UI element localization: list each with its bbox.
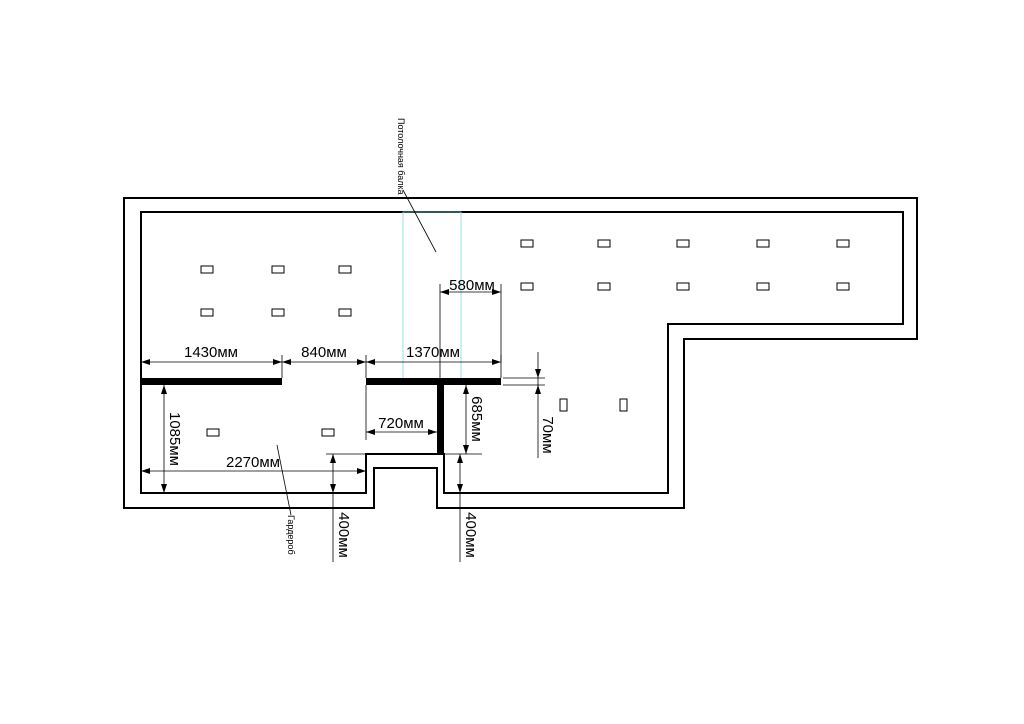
dimension-2270-group: 2270мм <box>140 454 366 493</box>
dimension-685-group: 685мм <box>444 385 485 455</box>
dimension-400-right: 400мм <box>462 512 479 558</box>
dimension-580-group: 580мм <box>439 277 502 380</box>
light-fixture <box>836 282 850 291</box>
light-fixtures <box>200 239 850 437</box>
light-fixture <box>271 265 285 274</box>
light-fixture <box>597 239 611 248</box>
dimension-400-right-group: 400мм <box>457 454 479 562</box>
partition-vertical <box>437 378 444 454</box>
light-fixture <box>756 239 770 248</box>
light-fixture <box>200 308 214 317</box>
light-fixture <box>271 308 285 317</box>
light-fixture <box>338 265 352 274</box>
outer-wall <box>123 197 918 509</box>
dimension-1430: 1430мм <box>184 344 238 361</box>
light-fixture <box>619 398 628 412</box>
partition-left <box>141 378 282 385</box>
dimension-580: 580мм <box>449 277 495 294</box>
light-fixture <box>200 265 214 274</box>
dimension-2270: 2270мм <box>226 454 280 471</box>
light-fixture <box>597 282 611 291</box>
light-fixture <box>756 282 770 291</box>
dimension-720: 720мм <box>378 415 424 432</box>
partition-right <box>366 378 501 385</box>
dimension-row-top: 1430мм 840мм 1370мм <box>140 344 502 378</box>
light-fixture <box>520 282 534 291</box>
dimension-720-group: 720мм <box>365 385 437 440</box>
dimension-685: 685мм <box>468 396 485 442</box>
light-fixture <box>676 239 690 248</box>
dimension-400-left-group: 400мм <box>326 453 366 562</box>
light-fixture <box>836 239 850 248</box>
light-fixture <box>206 428 220 437</box>
dimension-1085: 1085мм <box>166 412 183 466</box>
light-fixture <box>559 398 568 412</box>
dimension-1085-group: 1085мм <box>161 385 183 493</box>
light-fixture <box>338 308 352 317</box>
dimension-1370: 1370мм <box>406 344 460 361</box>
light-fixture <box>676 282 690 291</box>
light-fixture <box>520 239 534 248</box>
beam-annotation: Потолочная балка <box>396 118 437 253</box>
dimension-70: 70мм <box>539 416 556 453</box>
wardrobe-annotation: Гардероб <box>276 444 296 555</box>
dimension-70-group: 70мм <box>503 352 556 458</box>
wardrobe-note: Гардероб <box>286 515 296 555</box>
inner-wall <box>140 211 904 494</box>
dimension-840: 840мм <box>301 344 347 361</box>
dimension-400-left: 400мм <box>335 512 352 558</box>
light-fixture <box>321 428 335 437</box>
beam-note: Потолочная балка <box>396 118 406 195</box>
